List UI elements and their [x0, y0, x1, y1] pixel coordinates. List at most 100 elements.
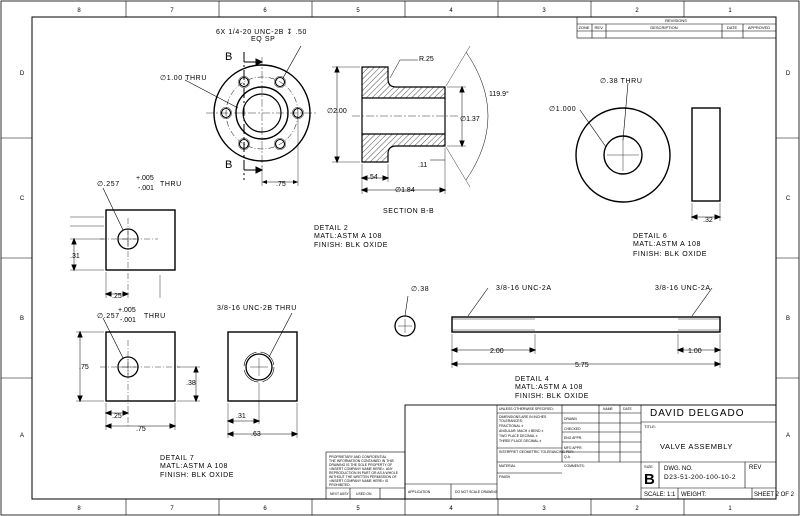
detail-6-thickness: .32: [703, 217, 713, 224]
tolerance-header: UNLESS OTHERWISE SPECIFIED:: [499, 407, 554, 411]
section-radius: R.25: [419, 56, 434, 63]
zone-col-5-bottom: 5: [356, 506, 360, 512]
detail-2-dia-hole: ∅.257: [97, 181, 120, 188]
dwg-no-value: D23-51-200-100-10-2: [664, 474, 736, 481]
detail-2-tol-plus: +.005: [136, 175, 154, 182]
company-name: DAVID DELGADO: [650, 408, 745, 419]
tolerance-line-5: TWO PLACE DECIMAL ±: [499, 434, 538, 438]
row-eng-appr-label: ENG APPR.: [564, 436, 582, 440]
detail-6-title: DETAIL 6: [633, 233, 667, 240]
tolerance-line-1: DIMENSIONS ARE IN INCHES: [499, 415, 547, 419]
zone-col-8-top: 8: [77, 8, 81, 14]
section-dia-length: ∅1.84: [395, 187, 415, 194]
zone-col-1-bottom: 1: [728, 506, 732, 512]
proprietary-line-6: <INSERT COMPANY NAME HERE> IS: [329, 479, 389, 483]
proprietary-title: PROPRIETARY AND CONFIDENTIAL: [329, 455, 387, 459]
detail-2-annotations: ∅.257 +.005 -.001 THRU .31 .25 DETAIL 2 …: [70, 175, 387, 300]
zone-row-b-right: B: [786, 316, 790, 322]
detail-4-view: [450, 287, 722, 368]
used-on-label: USED ON: [356, 492, 372, 496]
zone-col-7-bottom: 7: [170, 506, 174, 512]
section-b-b-view: [332, 45, 489, 194]
title-label: TITLE:: [644, 424, 656, 429]
zone-col-4-top: 4: [449, 8, 453, 14]
tolerance-line-3: FRACTIONAL ±: [499, 424, 523, 428]
detail-1-bore-dia: ∅1.00 THRU: [160, 75, 207, 82]
detail-1-front-view: [184, 45, 318, 186]
tolerance-line-2: TOLERANCES:: [499, 419, 523, 423]
zone-row-c-left: C: [20, 196, 25, 202]
proprietary-line-7: PROHIBITED.: [329, 483, 351, 487]
detail-7-dim-tap-w: .31: [236, 413, 246, 420]
detail-7-dia-hole: ∅.257: [97, 313, 120, 320]
detail-4-dim-total: 5.75: [575, 362, 589, 369]
zone-row-d-right: D: [786, 71, 791, 77]
section-dia-bore: ∅1.37: [460, 116, 480, 123]
detail-7-dim-height: .75: [79, 364, 89, 371]
section-label: SECTION B-B: [383, 208, 434, 215]
col-date-label: DATE: [623, 407, 633, 411]
tolerance-line-6: THREE PLACE DECIMAL ±: [499, 439, 541, 443]
detail-4-finish: FINISH: BLK OXIDE: [515, 393, 589, 400]
zone-row-c-right: C: [786, 196, 791, 202]
detail-7-dim-width: .75: [136, 426, 146, 433]
zone-row-b-left: B: [20, 316, 24, 322]
detail-4-thread-right: 3/8-16 UNC-2A: [655, 285, 711, 292]
detail-1-annotations: 6X 1/4-20 UNC-2B ↧ .50 EQ SP ∅1.00 THRU …: [160, 28, 306, 188]
detail-7-dim-hole-w: .25: [112, 413, 122, 420]
detail-3-dia: ∅.38: [411, 286, 429, 293]
detail-2-tol-minus: -.001: [138, 185, 154, 192]
weight-label: WEIGHT:: [681, 492, 706, 498]
detail-6-dia-outer: ∅1.000: [549, 106, 576, 113]
proprietary-line-5: WITHOUT THE WRITTEN PERMISSION OF: [329, 475, 397, 479]
proprietary-line-1: THE INFORMATION CONTAINED IN THIS: [329, 459, 395, 463]
section-flange-thk: .54: [368, 174, 378, 181]
section-dia-outer: ∅2.00: [327, 108, 347, 115]
detail-7-views: [76, 312, 299, 438]
detail-1-hole-callout-eqsp: EQ SP: [251, 36, 275, 43]
revisions-col-description: DESCRIPTION: [650, 25, 677, 30]
detail-6-material: MATL:ASTM A 108: [633, 241, 701, 248]
sheet-label: SHEET 2 OF 2: [754, 492, 795, 498]
zone-col-6-top: 6: [263, 8, 267, 14]
zone-col-3-top: 3: [542, 8, 546, 14]
size-value: B: [644, 471, 655, 488]
detail-7-material: MATL:ASTM A 108: [160, 463, 228, 470]
revisions-table: REVISIONS ZONE REV. DESCRIPTION DATE APP…: [576, 16, 777, 39]
detail-4-dim-left: 2.00: [490, 348, 504, 355]
detail-4-title: DETAIL 4: [515, 376, 549, 383]
detail-2-dim-width: .25: [112, 293, 122, 300]
revisions-col-zone: ZONE: [578, 25, 589, 30]
zone-col-5-top: 5: [356, 8, 360, 14]
col-name-label: NAME: [603, 407, 614, 411]
rev-label: REV: [749, 465, 761, 471]
proprietary-line-2: DRAWING IS THE SOLE PROPERTY OF: [329, 463, 392, 467]
dwg-no-label: DWG. NO.: [664, 466, 693, 472]
next-assy-label: NEXT ASSY: [330, 492, 350, 496]
application-label: APPLICATION: [408, 490, 431, 494]
section-b-b-annotations: R.25 ∅2.00 ∅1.37 .11 .54 ∅1.84 119.9° SE…: [327, 56, 509, 215]
detail-7-tol-plus: +.005: [118, 307, 136, 314]
tolerance-line-4: ANGULAR: MACH ± BEND ±: [499, 429, 543, 433]
zone-row-a-left: A: [20, 433, 24, 439]
detail-4-dim-right: 1.00: [688, 348, 702, 355]
row-qa-label: Q.A.: [564, 455, 571, 459]
detail-2-view: [70, 187, 176, 298]
detail-7-tapped-hole: 3/8-16 UNC-2B THRU: [217, 305, 297, 312]
title-block: PROPRIETARY AND CONFIDENTIAL THE INFORMA…: [325, 404, 795, 500]
revisions-col-date: DATE: [727, 25, 738, 30]
interpret-tolerancing: INTERPRET GEOMETRIC TOLERANCING PER:: [499, 450, 574, 454]
detail-2-title: DETAIL 2: [314, 225, 348, 232]
size-label: SIZE: [644, 464, 653, 469]
detail-2-material: MATL:ASTM A 108: [314, 233, 382, 240]
section-letter-top: B: [225, 51, 232, 63]
proprietary-line-4: REPRODUCTION IN PART OR AS A WHOLE: [329, 471, 399, 475]
border-zone-labels: 8 7 6 5 4 3 2 1 8 7 6 5 4 3 2 1 D C B A …: [20, 8, 791, 512]
revisions-col-approved: APPROVED: [748, 25, 770, 30]
proprietary-line-3: <INSERT COMPANY NAME HERE>. ANY: [329, 467, 394, 471]
detail-4-material: MATL:ASTM A 108: [515, 384, 583, 391]
detail-3-view: [394, 295, 416, 337]
drawing-title: VALVE ASSEMBLY: [660, 442, 733, 451]
